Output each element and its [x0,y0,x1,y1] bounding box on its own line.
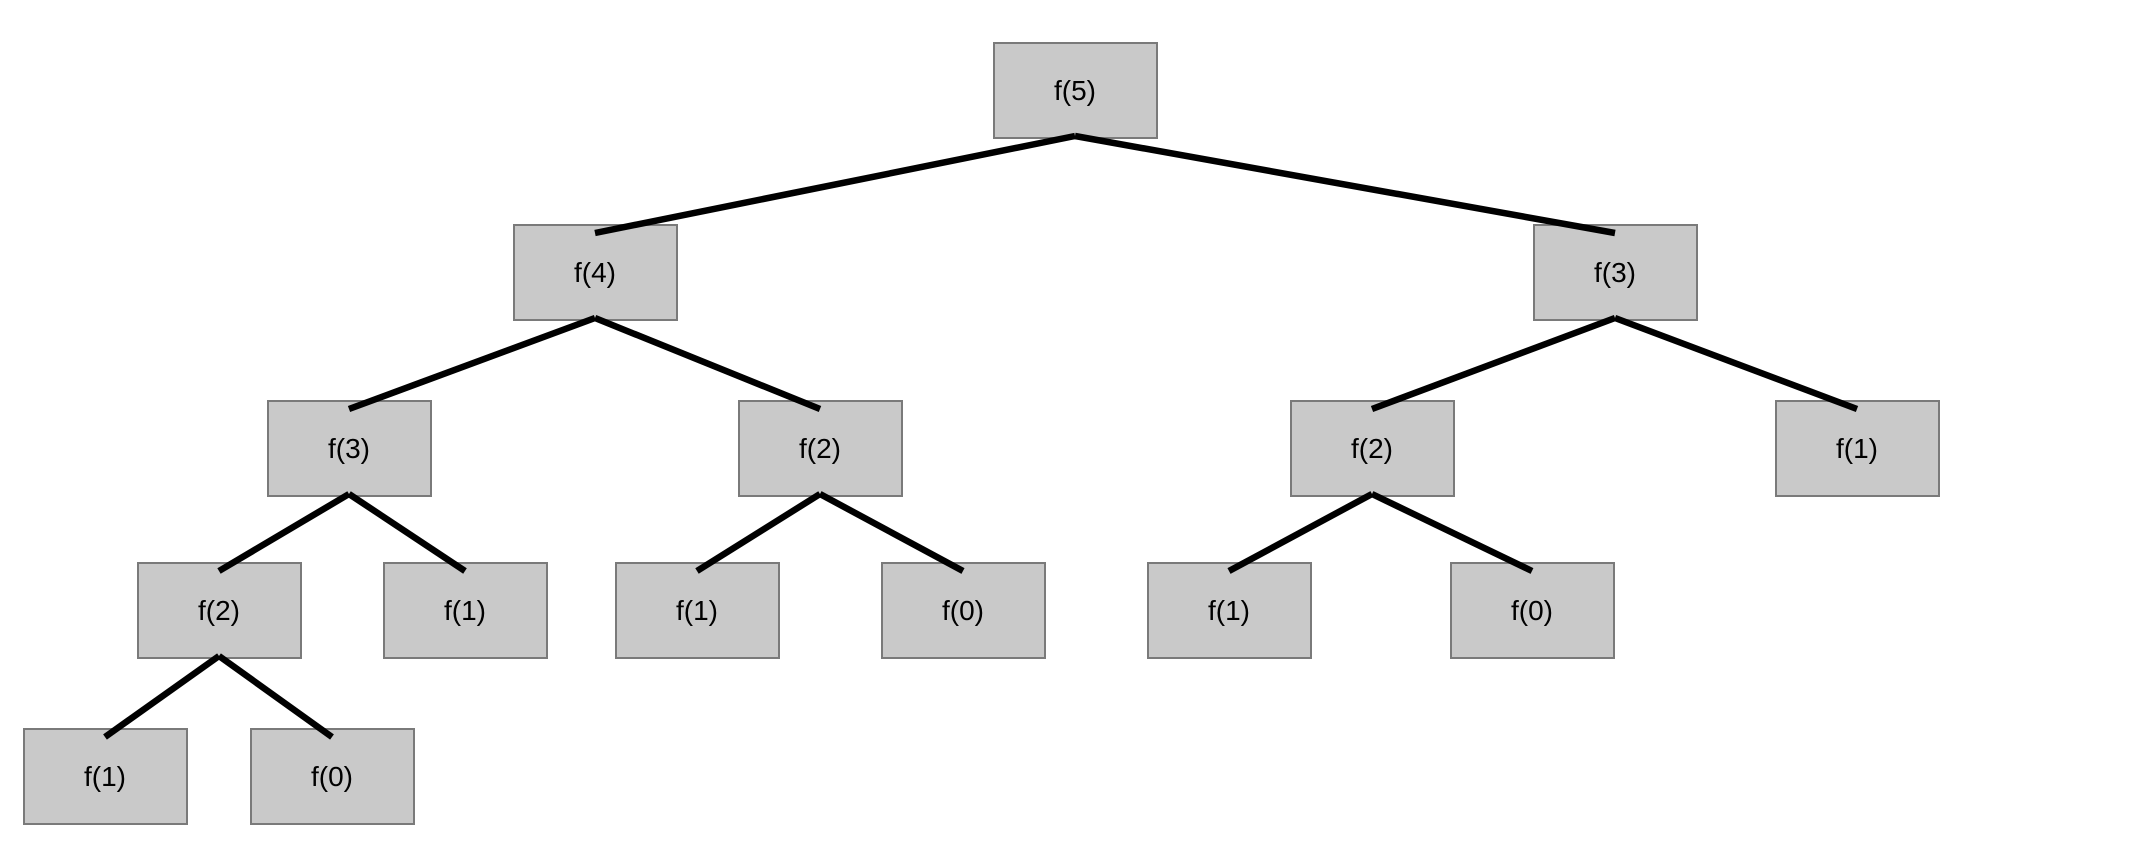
tree-node: f(2) [136,562,302,659]
tree-node-label: f(3) [328,432,370,464]
tree-node-label: f(5) [1054,74,1096,106]
tree-node-label: f(2) [198,594,240,626]
tree-node: f(1) [22,728,188,825]
tree-node-label: f(2) [799,432,841,464]
tree-node: f(1) [382,562,548,659]
tree-node: f(0) [1449,562,1615,659]
tree-node: f(0) [249,728,415,825]
tree-node-label: f(1) [1208,594,1250,626]
tree-node-label: f(0) [311,760,353,792]
tree-node: f(3) [1532,224,1698,321]
tree-node: f(1) [614,562,780,659]
tree-node: f(0) [880,562,1046,659]
tree-node-label: f(0) [942,594,984,626]
tree-node-label: f(1) [444,594,486,626]
tree-node: f(5) [992,42,1158,139]
tree-node: f(3) [266,400,432,497]
tree-node: f(2) [1289,400,1455,497]
tree-node-label: f(1) [676,594,718,626]
tree-node: f(1) [1774,400,1940,497]
tree-node-label: f(1) [1836,432,1878,464]
tree-node: f(2) [737,400,903,497]
tree-node-label: f(0) [1511,594,1553,626]
tree-node-label: f(1) [84,760,126,792]
tree-node: f(4) [512,224,678,321]
tree-node-label: f(3) [1594,256,1636,288]
tree-node: f(1) [1146,562,1312,659]
tree-node-label: f(4) [574,256,616,288]
tree-node-label: f(2) [1351,432,1393,464]
